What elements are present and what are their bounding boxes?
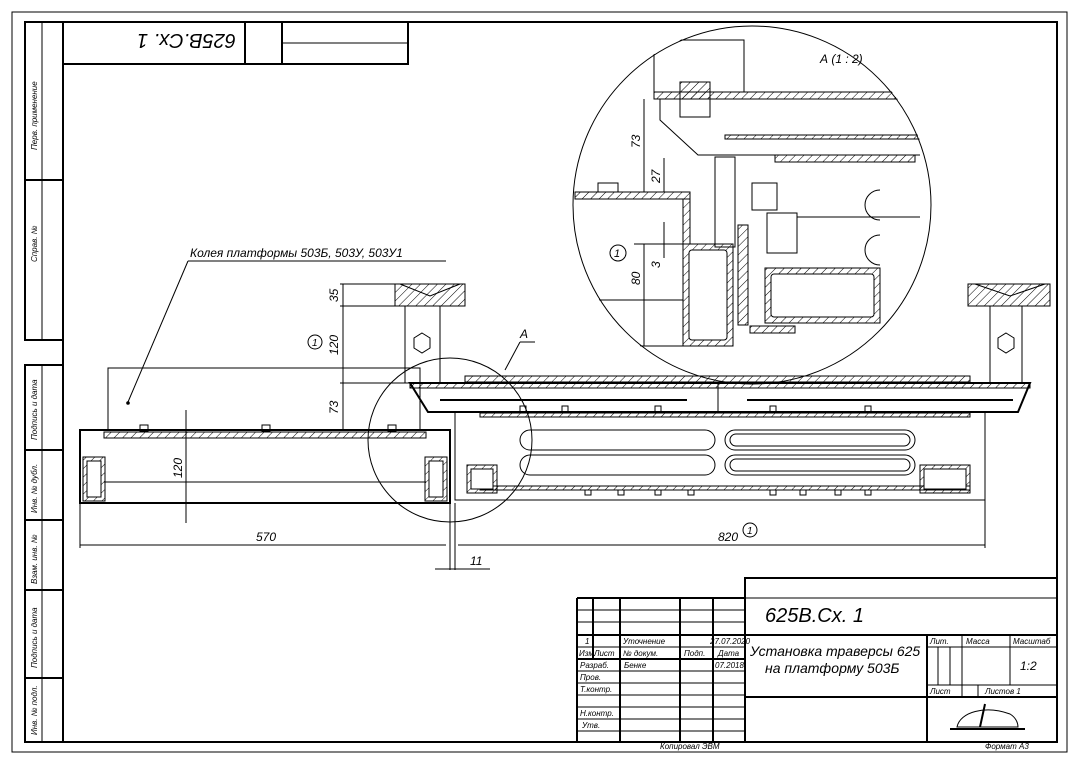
copied-label: Копировал ЭВМ [660, 742, 720, 751]
hdr-sign: Подп. [684, 649, 705, 658]
detail-title: А (1 : 2) [819, 52, 863, 66]
detail-dim-3: 3 [649, 261, 663, 268]
role-nkontr: Н.контр. [580, 709, 614, 718]
reversed-designation: 625В.Сх. 1 [137, 29, 236, 51]
platform-rail [79, 429, 451, 504]
strip-label-vzam: Взам. инв. № [30, 534, 39, 584]
detail-ref-label: А [519, 327, 528, 341]
title-name-2: на платформу 503Б [765, 660, 900, 676]
scale-label: Масштаб [1013, 637, 1051, 646]
strip-label-dubl: Инв. № дубл. [30, 464, 39, 513]
side-strip: Перв. применение Справ. № Подпись и дата… [24, 21, 64, 743]
top-stamp: 625В.Сх. 1 [62, 21, 409, 65]
role-razrab: Разраб. [580, 661, 609, 670]
dim-820: 820 [718, 530, 738, 544]
detail-dim-80: 80 [629, 271, 643, 285]
dim-73: 73 [327, 400, 341, 414]
hdr-date: Дата [717, 649, 740, 658]
hdr-list: Лист [593, 649, 615, 658]
dim-120: 120 [327, 335, 341, 355]
main-view: Колея платформы 503Б, 503У, 503У1 А 35 1… [79, 246, 1051, 570]
detail-dim-27: 27 [649, 168, 663, 184]
strip-label-sign2: Подпись и дата [30, 607, 39, 668]
hdr-doc: № докум. [623, 649, 658, 658]
rev-doc: Уточнение [622, 637, 666, 646]
dim-120b: 120 [171, 458, 185, 478]
role-tkontr: Т.контр. [580, 685, 612, 694]
dim-570: 570 [256, 530, 276, 544]
sheets-label: Листов 1 [984, 687, 1021, 696]
date-razrab: 07.2018 [715, 661, 744, 670]
detail-item-marker: 1 [614, 248, 620, 260]
item-marker-1: 1 [312, 338, 318, 349]
hdr-izm: Изм. [579, 649, 596, 658]
strip-label-podl: Инв. № подл. [30, 685, 39, 735]
title-name-1: Установка траверсы 625 [749, 643, 920, 659]
sheet-label: Лист [929, 687, 951, 696]
lit-label: Лит. [929, 637, 949, 646]
strip-label-sign1: Подпись и дата [30, 379, 39, 440]
name-razrab: Бенке [624, 661, 647, 670]
detail-view-a: А (1 : 2) 73 27 3 80 1 [572, 25, 932, 385]
role-utv: Утв. [581, 721, 600, 730]
company-logo [950, 703, 1025, 730]
track-label: Колея платформы 503Б, 503У, 503У1 [190, 246, 403, 260]
dim-11: 11 [470, 554, 482, 568]
dim-35: 35 [327, 288, 341, 302]
item-marker-1b: 1 [747, 526, 753, 537]
rev-date: 27.07.2020 [709, 637, 751, 646]
format-label: Формат А3 [985, 742, 1029, 751]
sheet-border [11, 11, 1068, 753]
strip-label-perv: Перв. применение [30, 81, 39, 150]
title-block: 625В.Сх. 1 Установка траверсы 625 на пла… [576, 577, 1058, 751]
role-prov: Пров. [580, 673, 601, 682]
detail-dim-73: 73 [629, 134, 643, 148]
rev-num: 1 [585, 637, 589, 646]
strip-label-sprav: Справ. № [30, 225, 39, 262]
title-designation: 625В.Сх. 1 [765, 605, 864, 627]
scale-value: 1:2 [1020, 659, 1037, 673]
mass-label: Масса [966, 637, 990, 646]
